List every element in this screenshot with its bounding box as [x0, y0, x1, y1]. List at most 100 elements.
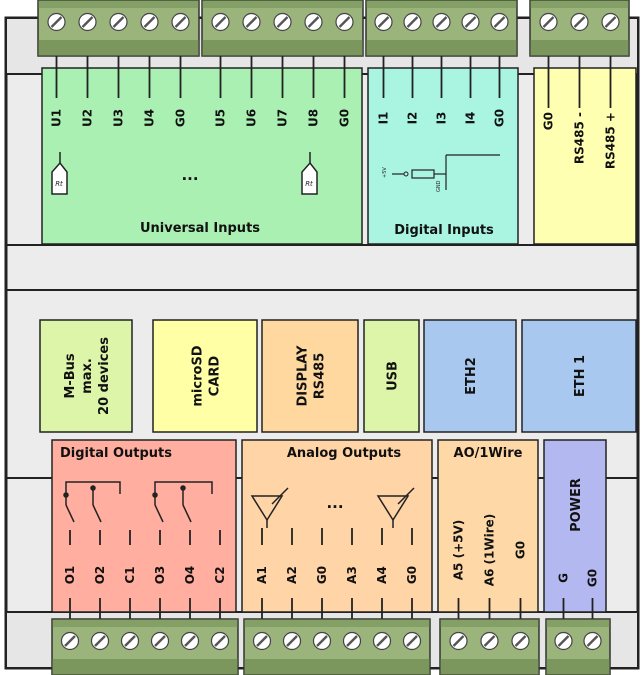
- terminal-screw-icon: [490, 12, 509, 32]
- analog-outputs-block: [241, 439, 433, 613]
- terminal-screw-icon: [449, 631, 468, 651]
- terminal-label: G: [557, 573, 571, 583]
- terminal-label: A1: [255, 566, 269, 584]
- terminal-label: A3: [345, 566, 359, 584]
- usb-label: USB: [386, 361, 401, 391]
- universal-inputs-block: [41, 67, 363, 245]
- svg-text:Rt: Rt: [55, 180, 63, 188]
- terminal-screw-icon: [570, 12, 589, 32]
- terminal-label: U8: [307, 109, 321, 127]
- terminal-label: A5 (+5V): [452, 520, 466, 580]
- analog-outputs-title: Analog Outputs: [287, 446, 402, 461]
- terminal-block: [243, 618, 431, 675]
- mbus-label: 20 devices: [97, 337, 112, 415]
- terminal-screw-icon: [480, 631, 499, 651]
- terminal-screw-icon: [374, 12, 393, 32]
- terminal-block: [365, 0, 518, 57]
- terminal-screw-icon: [312, 631, 332, 651]
- terminal-screw-icon: [180, 631, 200, 651]
- microsd-label: CARD: [208, 356, 223, 397]
- terminal-label: U6: [245, 109, 259, 127]
- terminal-screw-icon: [601, 12, 620, 32]
- terminal-screw-icon: [432, 12, 451, 32]
- terminal-block: [529, 0, 630, 57]
- dry-contact-icon: +5V GND: [382, 154, 500, 192]
- terminal-label: G0: [542, 112, 556, 130]
- digital-outputs-block: [51, 439, 237, 613]
- terminal-screw-icon: [109, 12, 128, 32]
- terminal-label: U2: [81, 109, 95, 127]
- terminal-label: RS485 +: [604, 112, 618, 169]
- relay-contact-icon: [63, 481, 121, 523]
- terminal-label: G0: [514, 541, 528, 559]
- terminal-screw-icon: [242, 12, 261, 32]
- eth1-module: ETH 1: [521, 319, 637, 433]
- terminal-label: G0: [338, 109, 352, 127]
- top-terminal-wires: [55, 56, 612, 108]
- terminal-screw-icon: [461, 12, 480, 32]
- terminal-label: U3: [112, 109, 126, 127]
- mbus-label: M-Bus: [63, 353, 78, 398]
- terminal-screw-icon: [120, 631, 140, 651]
- ao-1wire-block: [437, 439, 539, 613]
- power-block: [543, 439, 607, 613]
- terminal-screw-icon: [583, 631, 602, 651]
- ao-1wire-title: AO/1Wire: [454, 446, 523, 461]
- terminal-block: [545, 618, 611, 675]
- terminal-label: G0: [405, 566, 419, 584]
- digital-outputs-title: Digital Outputs: [60, 446, 172, 461]
- terminal-screw-icon: [150, 631, 170, 651]
- terminal-label: O3: [153, 566, 167, 585]
- digital-inputs-block: [367, 67, 519, 245]
- terminal-screw-icon: [211, 12, 230, 32]
- terminal-screw-icon: [78, 12, 97, 32]
- terminal-screw-icon: [140, 12, 159, 32]
- terminal-block: [51, 618, 239, 675]
- terminal-label: O1: [63, 566, 77, 585]
- analog-output-icon: [376, 487, 415, 528]
- thermistor-sensor-icon: Rt: [301, 152, 318, 195]
- terminal-label: G0: [174, 109, 188, 127]
- terminal-label: A6 (1Wire): [483, 514, 497, 587]
- terminal-screw-icon: [90, 631, 110, 651]
- usb-module: USB: [363, 319, 420, 433]
- terminal-label: A4: [375, 566, 389, 584]
- universal-inputs-title: Universal Inputs: [140, 221, 260, 236]
- terminal-label: C2: [213, 566, 227, 583]
- terminal-label: I1: [377, 112, 391, 125]
- terminal-label: G0: [586, 569, 600, 587]
- relay-contact-icon: [152, 481, 213, 523]
- terminal-screw-icon: [282, 631, 302, 651]
- analog-outputs-ellipsis: ...: [326, 494, 343, 512]
- terminal-label: U7: [276, 109, 290, 127]
- terminal-label: U1: [50, 109, 64, 127]
- terminal-screw-icon: [402, 631, 422, 651]
- terminal-screw-icon: [372, 631, 392, 651]
- terminal-screw-icon: [47, 12, 66, 32]
- terminal-label: I4: [464, 112, 478, 125]
- terminal-screw-icon: [273, 12, 292, 32]
- terminal-screw-icon: [403, 12, 422, 32]
- eth2-label: ETH2: [464, 357, 479, 395]
- terminal-label: A2: [285, 566, 299, 584]
- terminal-screw-icon: [210, 631, 230, 651]
- terminal-screw-icon: [335, 12, 354, 32]
- terminal-screw-icon: [60, 631, 80, 651]
- top-terminal-blocks: [37, 0, 630, 57]
- svg-text:+5V: +5V: [382, 167, 388, 178]
- eth2-module: ETH2: [423, 319, 517, 433]
- terminal-screw-icon: [342, 631, 362, 651]
- svg-text:Rt: Rt: [305, 180, 313, 188]
- terminal-block: [201, 0, 364, 57]
- eth1-label: ETH 1: [573, 355, 588, 397]
- terminal-label: I2: [406, 112, 420, 125]
- terminal-label: O2: [93, 566, 107, 585]
- power-title: POWER: [569, 478, 584, 532]
- terminal-label: G0: [315, 566, 329, 584]
- terminal-label: C1: [123, 566, 137, 583]
